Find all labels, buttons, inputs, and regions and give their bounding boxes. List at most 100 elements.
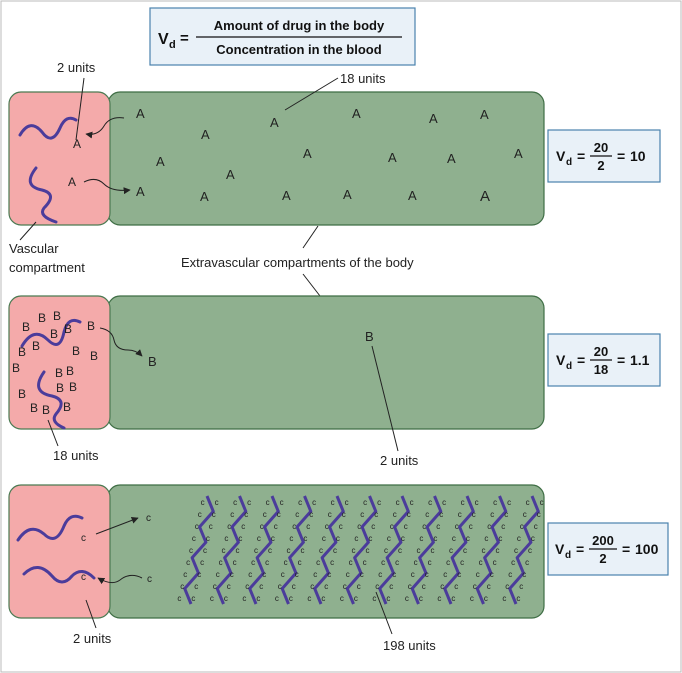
bound-drug-molecule: c (522, 570, 526, 579)
leader-line (302, 225, 319, 249)
bound-drug-molecule: c (313, 570, 317, 579)
bound-drug-molecule: c (201, 498, 205, 507)
bound-drug-molecule: c (248, 570, 252, 579)
bound-drug-molecule: c (440, 582, 444, 591)
bound-drug-molecule: c (381, 558, 385, 567)
bound-drug-molecule: c (525, 558, 529, 567)
bound-drug-molecule: c (519, 582, 523, 591)
drug-molecule-c: c (81, 572, 86, 583)
bound-drug-molecule: c (183, 570, 187, 579)
drug-molecule-a: A (514, 146, 523, 161)
bound-drug-molecule: c (517, 534, 521, 543)
bound-drug-molecule: c (280, 498, 284, 507)
bound-drug-molecule: c (526, 498, 530, 507)
bound-drug-molecule: c (343, 582, 347, 591)
bound-drug-molecule: c (265, 558, 269, 567)
svg-text:=: = (577, 352, 585, 368)
leader-line (47, 419, 59, 447)
drug-molecule-b: B (56, 381, 64, 395)
drug-molecule-a: A (270, 115, 279, 130)
bound-drug-molecule: c (180, 582, 184, 591)
bound-drug-molecule: c (330, 558, 334, 567)
vd-result: 100 (635, 541, 659, 557)
drug-molecule-b: B (32, 339, 40, 353)
drug-molecule-b: B (22, 320, 30, 334)
bound-drug-molecule: c (463, 546, 467, 555)
bound-drug-molecule: c (281, 570, 285, 579)
vd-formula-box-a: V d = 20 2 = 10 (547, 129, 661, 183)
extravascular-units-label-b: 2 units (380, 453, 419, 468)
bound-drug-molecule: c (333, 546, 337, 555)
bound-drug-molecule: c (392, 570, 396, 579)
drug-molecule-a: A (226, 167, 235, 182)
bound-drug-molecule: c (192, 534, 196, 543)
bound-drug-molecule: c (312, 498, 316, 507)
drug-molecule-b: B (18, 387, 26, 401)
bound-drug-molecule: c (277, 510, 281, 519)
drug-molecule-b: B (69, 380, 77, 394)
bound-drug-molecule: c (241, 522, 245, 531)
bound-drug-molecule: c (262, 570, 266, 579)
bound-drug-molecule: c (439, 510, 443, 519)
leader-line (19, 221, 37, 241)
drug-molecule-a: A (480, 188, 490, 205)
bound-drug-molecule: c (537, 510, 541, 519)
bound-drug-molecule: c (411, 570, 415, 579)
bound-drug-molecule: c (278, 582, 282, 591)
bound-drug-molecule: c (496, 546, 500, 555)
bound-drug-molecule: c (389, 582, 393, 591)
bound-drug-molecule: c (209, 522, 213, 531)
bound-drug-molecule: c (472, 510, 476, 519)
bound-drug-molecule: c (354, 534, 358, 543)
vascular-compartment-b (8, 295, 111, 430)
drug-molecule-a: A (282, 188, 291, 203)
bound-drug-molecule: c (310, 582, 314, 591)
bound-drug-molecule: c (224, 534, 228, 543)
bound-drug-molecule: c (460, 558, 464, 567)
bound-drug-strand (345, 495, 378, 605)
leader-line (284, 77, 339, 111)
drug-molecule-b: B (365, 329, 374, 344)
bound-drug-molecule: c (531, 534, 535, 543)
bound-drug-molecule: c (410, 498, 414, 507)
bound-drug-molecule: c (371, 522, 375, 531)
svg-text:=: = (577, 148, 585, 164)
bound-drug-molecule: c (263, 510, 267, 519)
bound-drug-molecule: c (452, 534, 456, 543)
bound-drug-molecule: c (428, 558, 432, 567)
bound-drug-molecule: c (476, 570, 480, 579)
bound-drug-molecule: c (287, 546, 291, 555)
bound-drug-molecule: c (244, 510, 248, 519)
drug-molecule-c: c (81, 533, 86, 544)
blood-vessel-wiggle (28, 166, 58, 224)
bound-drug-molecule: c (378, 570, 382, 579)
blood-vessel-wiggle (18, 116, 78, 140)
bound-drug-molecule: c (324, 582, 328, 591)
svg-text:=: = (617, 352, 625, 368)
bound-drug-molecule: c (200, 558, 204, 567)
leader-line (371, 345, 399, 452)
bound-drug-strand (475, 495, 508, 605)
vd-lhs-sub: d (566, 361, 572, 372)
bound-drug-molecule: c (408, 582, 412, 591)
bound-drug-molecule: c (446, 558, 450, 567)
vd-numerator: 20 (594, 140, 608, 155)
drug-molecule-a: A (429, 111, 438, 126)
drug-molecule-b: B (90, 349, 98, 363)
bound-drug-molecule: c (375, 582, 379, 591)
bound-drug-molecule: c (227, 582, 231, 591)
vascular-units-label-c: 2 units (73, 631, 112, 646)
bound-drug-molecule: c (436, 522, 440, 531)
bound-drug-molecule: c (275, 594, 279, 603)
bound-drug-molecule: c (368, 534, 372, 543)
bound-drug-molecule: c (186, 558, 190, 567)
bound-drug-molecule: c (458, 510, 462, 519)
bound-drug-molecule: c (454, 582, 458, 591)
drug-molecule-a: A (136, 106, 145, 121)
drug-molecule-a: A (201, 127, 210, 142)
bound-drug-molecule: c (363, 498, 367, 507)
vascular-units-label-a: 2 units (57, 60, 96, 75)
formula-header-denominator: Concentration in the blood (216, 42, 381, 57)
